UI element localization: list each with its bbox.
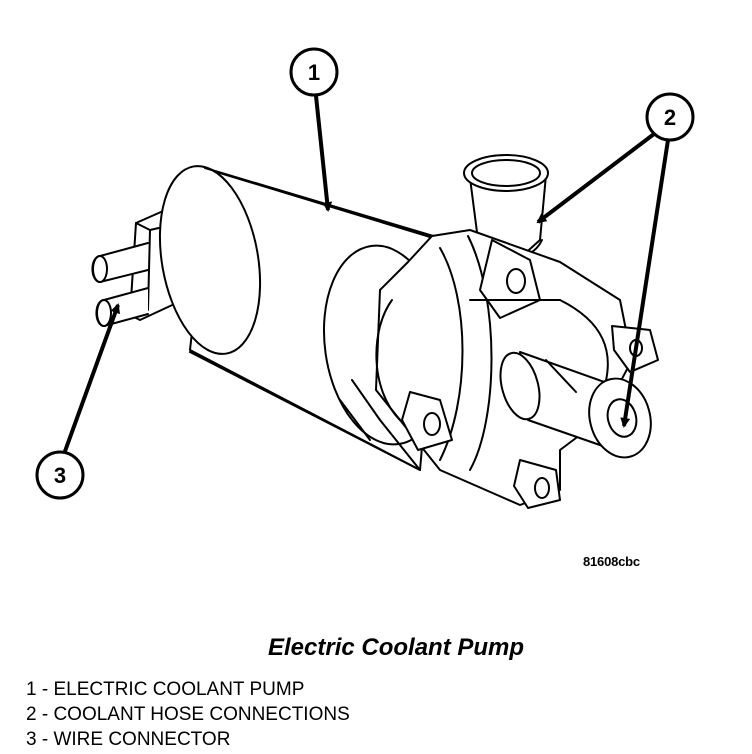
leader-arrow-3 bbox=[62, 303, 120, 455]
callout-3: 3 bbox=[35, 450, 85, 500]
callout-2: 2 bbox=[645, 92, 695, 142]
callout-1-number: 1 bbox=[308, 60, 320, 85]
legend-list: 1 - ELECTRIC COOLANT PUMP 2 - COOLANT HO… bbox=[26, 677, 350, 752]
leader-arrow-2b bbox=[620, 139, 670, 428]
leader-arrow-2a bbox=[536, 132, 656, 224]
callout-3-number: 3 bbox=[54, 463, 66, 488]
legend-item-1: 1 - ELECTRIC COOLANT PUMP bbox=[26, 679, 305, 700]
diagram-title: Electric Coolant Pump bbox=[268, 634, 525, 661]
figure-code: 81608cbc bbox=[583, 554, 640, 569]
leader-arrows bbox=[62, 95, 670, 455]
pump-illustration: 1 2 3 bbox=[35, 47, 695, 509]
legend-item-2: 2 - COOLANT HOSE CONNECTIONS bbox=[26, 704, 350, 725]
callout-2-number: 2 bbox=[664, 105, 676, 130]
leader-arrow-1 bbox=[314, 95, 333, 212]
legend-item-3: 3 - WIRE CONNECTOR bbox=[26, 729, 231, 750]
callout-1: 1 bbox=[289, 47, 339, 97]
